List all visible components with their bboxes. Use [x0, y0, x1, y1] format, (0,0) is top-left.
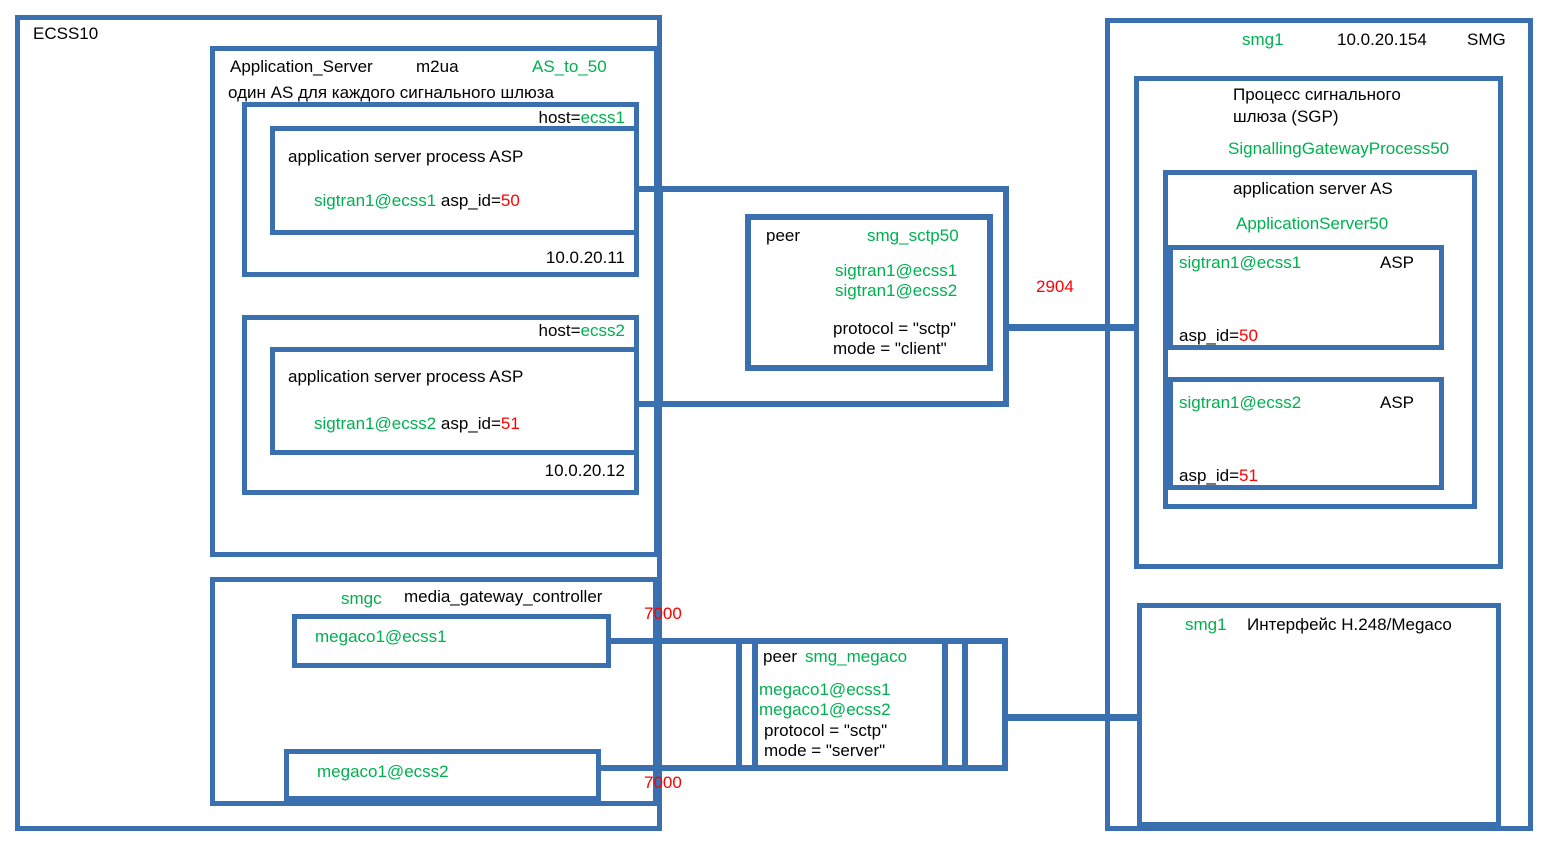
asp1-id-prefix: asp_id= — [436, 191, 501, 210]
host1-value: ecss1 — [580, 108, 625, 127]
asp2-line: sigtran1@ecss2 asp_id=51 — [314, 414, 520, 434]
host2-ip: 10.0.20.12 — [544, 461, 625, 480]
asp1-title: application server process ASP — [288, 147, 524, 166]
connector-megaco1-peer — [611, 638, 1008, 644]
smg-asp2-box — [1168, 377, 1444, 490]
sgp-box — [1134, 76, 1503, 569]
connector-asp1-peer — [637, 186, 662, 192]
peer-sctp-name: smg_sctp50 — [867, 226, 959, 245]
peer-megaco-box-left-edge — [752, 638, 758, 771]
peer-sctp-endpoint2: sigtran1@ecss2 — [835, 281, 958, 300]
smg-asp2-id-value: 51 — [1239, 466, 1258, 485]
application-server-title: Application_Server — [230, 57, 373, 76]
peer-sctp-endpoint1: sigtran1@ecss1 — [835, 261, 958, 280]
application-server-box — [210, 46, 659, 557]
sctp-port-label: 2904 — [1036, 277, 1074, 296]
asp2-endpoint: sigtran1@ecss2 — [314, 414, 437, 433]
peer-sctp-box — [745, 214, 993, 371]
peer-sctp-outer-box — [657, 186, 1009, 407]
host1-prefix: host= — [538, 108, 581, 127]
smg-asp1-id-value: 50 — [1239, 326, 1258, 345]
asp1-line: sigtran1@ecss1 asp_id=50 — [314, 191, 520, 211]
asp1-endpoint: sigtran1@ecss1 — [314, 191, 437, 210]
smg-box — [1105, 18, 1533, 831]
application-server-protocol: m2ua — [416, 57, 459, 76]
asp2-id-prefix: asp_id= — [436, 414, 501, 433]
host2-label: host=ecss2 — [242, 321, 625, 341]
smg-as-title: application server AS — [1233, 179, 1393, 198]
mgc-title: media_gateway_controller — [404, 587, 603, 606]
host2-prefix: host= — [538, 321, 581, 340]
smg-name: smg1 — [1242, 30, 1284, 49]
peer-megaco-endpoint1: megaco1@ecss1 — [759, 680, 891, 699]
smg-label: SMG — [1467, 30, 1506, 49]
megaco2-endpoint: megaco1@ecss2 — [317, 762, 449, 781]
peer-megaco-outer-right-edge — [1002, 638, 1008, 771]
connector-megaco-smg — [1002, 714, 1137, 721]
connector-asp2-peer — [637, 401, 662, 407]
asp2-id-value: 51 — [500, 414, 520, 433]
connector-megaco2-peer — [601, 765, 1008, 771]
peer-megaco-spacer-left-edge — [962, 638, 968, 771]
connector-peer-smg — [1003, 324, 1137, 331]
smg-asp1-type: ASP — [1380, 253, 1415, 272]
peer-sctp-mode: mode = "client" — [833, 339, 947, 358]
sgp-name: SignallingGatewayProcess50 — [1228, 139, 1450, 158]
asp1-id-value: 50 — [500, 191, 520, 210]
smg-ip: 10.0.20.154 — [1337, 30, 1427, 49]
peer-sctp-label: peer — [766, 226, 801, 245]
sgp-title-line1: Процесс сигнального — [1233, 85, 1401, 104]
smg-interface-name: smg1 — [1185, 615, 1227, 634]
smg-interface-box — [1137, 603, 1501, 827]
smg-asp2-type: ASP — [1380, 393, 1415, 412]
peer-megaco-endpoint2: megaco1@ecss2 — [759, 700, 891, 719]
host1-label: host=ecss1 — [242, 108, 625, 128]
smg-asp2-id-prefix: asp_id= — [1179, 466, 1240, 485]
asp2-title: application server process ASP — [288, 367, 524, 386]
asp1-box — [270, 126, 639, 235]
smg-interface-title: Интерфейс H.248/Megaco — [1247, 615, 1452, 634]
mgc-box — [210, 577, 658, 806]
peer-megaco-label: peer smg_megaco — [763, 647, 907, 667]
smg-as-box — [1163, 170, 1477, 509]
peer-megaco-outer-left-edge — [736, 638, 742, 771]
ecss10-label: ECSS10 — [33, 24, 99, 43]
peer-megaco-mode: mode = "server" — [764, 741, 886, 760]
sgp-title-line2: шлюза (SGP) — [1233, 107, 1339, 126]
megaco2-box — [284, 749, 601, 801]
peer-megaco-box-right-edge — [942, 638, 948, 771]
peer-megaco-protocol: protocol = "sctp" — [764, 721, 888, 740]
peer-sctp-protocol: protocol = "sctp" — [833, 319, 957, 338]
smg-asp2-endpoint: sigtran1@ecss2 — [1179, 393, 1302, 412]
smg-as-name: ApplicationServer50 — [1236, 214, 1389, 233]
mgc-name: smgc — [341, 589, 382, 608]
megaco1-box — [292, 614, 611, 668]
ecss10-box — [15, 15, 662, 831]
smg-asp1-box — [1168, 245, 1444, 350]
megaco-port1-label: 7000 — [644, 604, 682, 623]
megaco-port2-label: 7000 — [644, 773, 682, 792]
smg-asp1-endpoint: sigtran1@ecss1 — [1179, 253, 1302, 272]
smg-asp1-id-prefix: asp_id= — [1179, 326, 1240, 345]
peer-megaco-label-text: peer — [763, 647, 798, 666]
peer-megaco-name: smg_megaco — [805, 647, 908, 666]
megaco1-endpoint: megaco1@ecss1 — [315, 627, 447, 646]
smg-asp2-id-line: asp_id=51 — [1179, 466, 1258, 486]
host1-ip: 10.0.20.11 — [545, 248, 625, 267]
asp2-box — [270, 347, 639, 455]
host2-value: ecss2 — [580, 321, 625, 340]
application-server-as-name: AS_to_50 — [532, 57, 607, 76]
smg-asp1-id-line: asp_id=50 — [1179, 326, 1258, 346]
application-server-note: один AS для каждого сигнального шлюза — [228, 83, 555, 102]
